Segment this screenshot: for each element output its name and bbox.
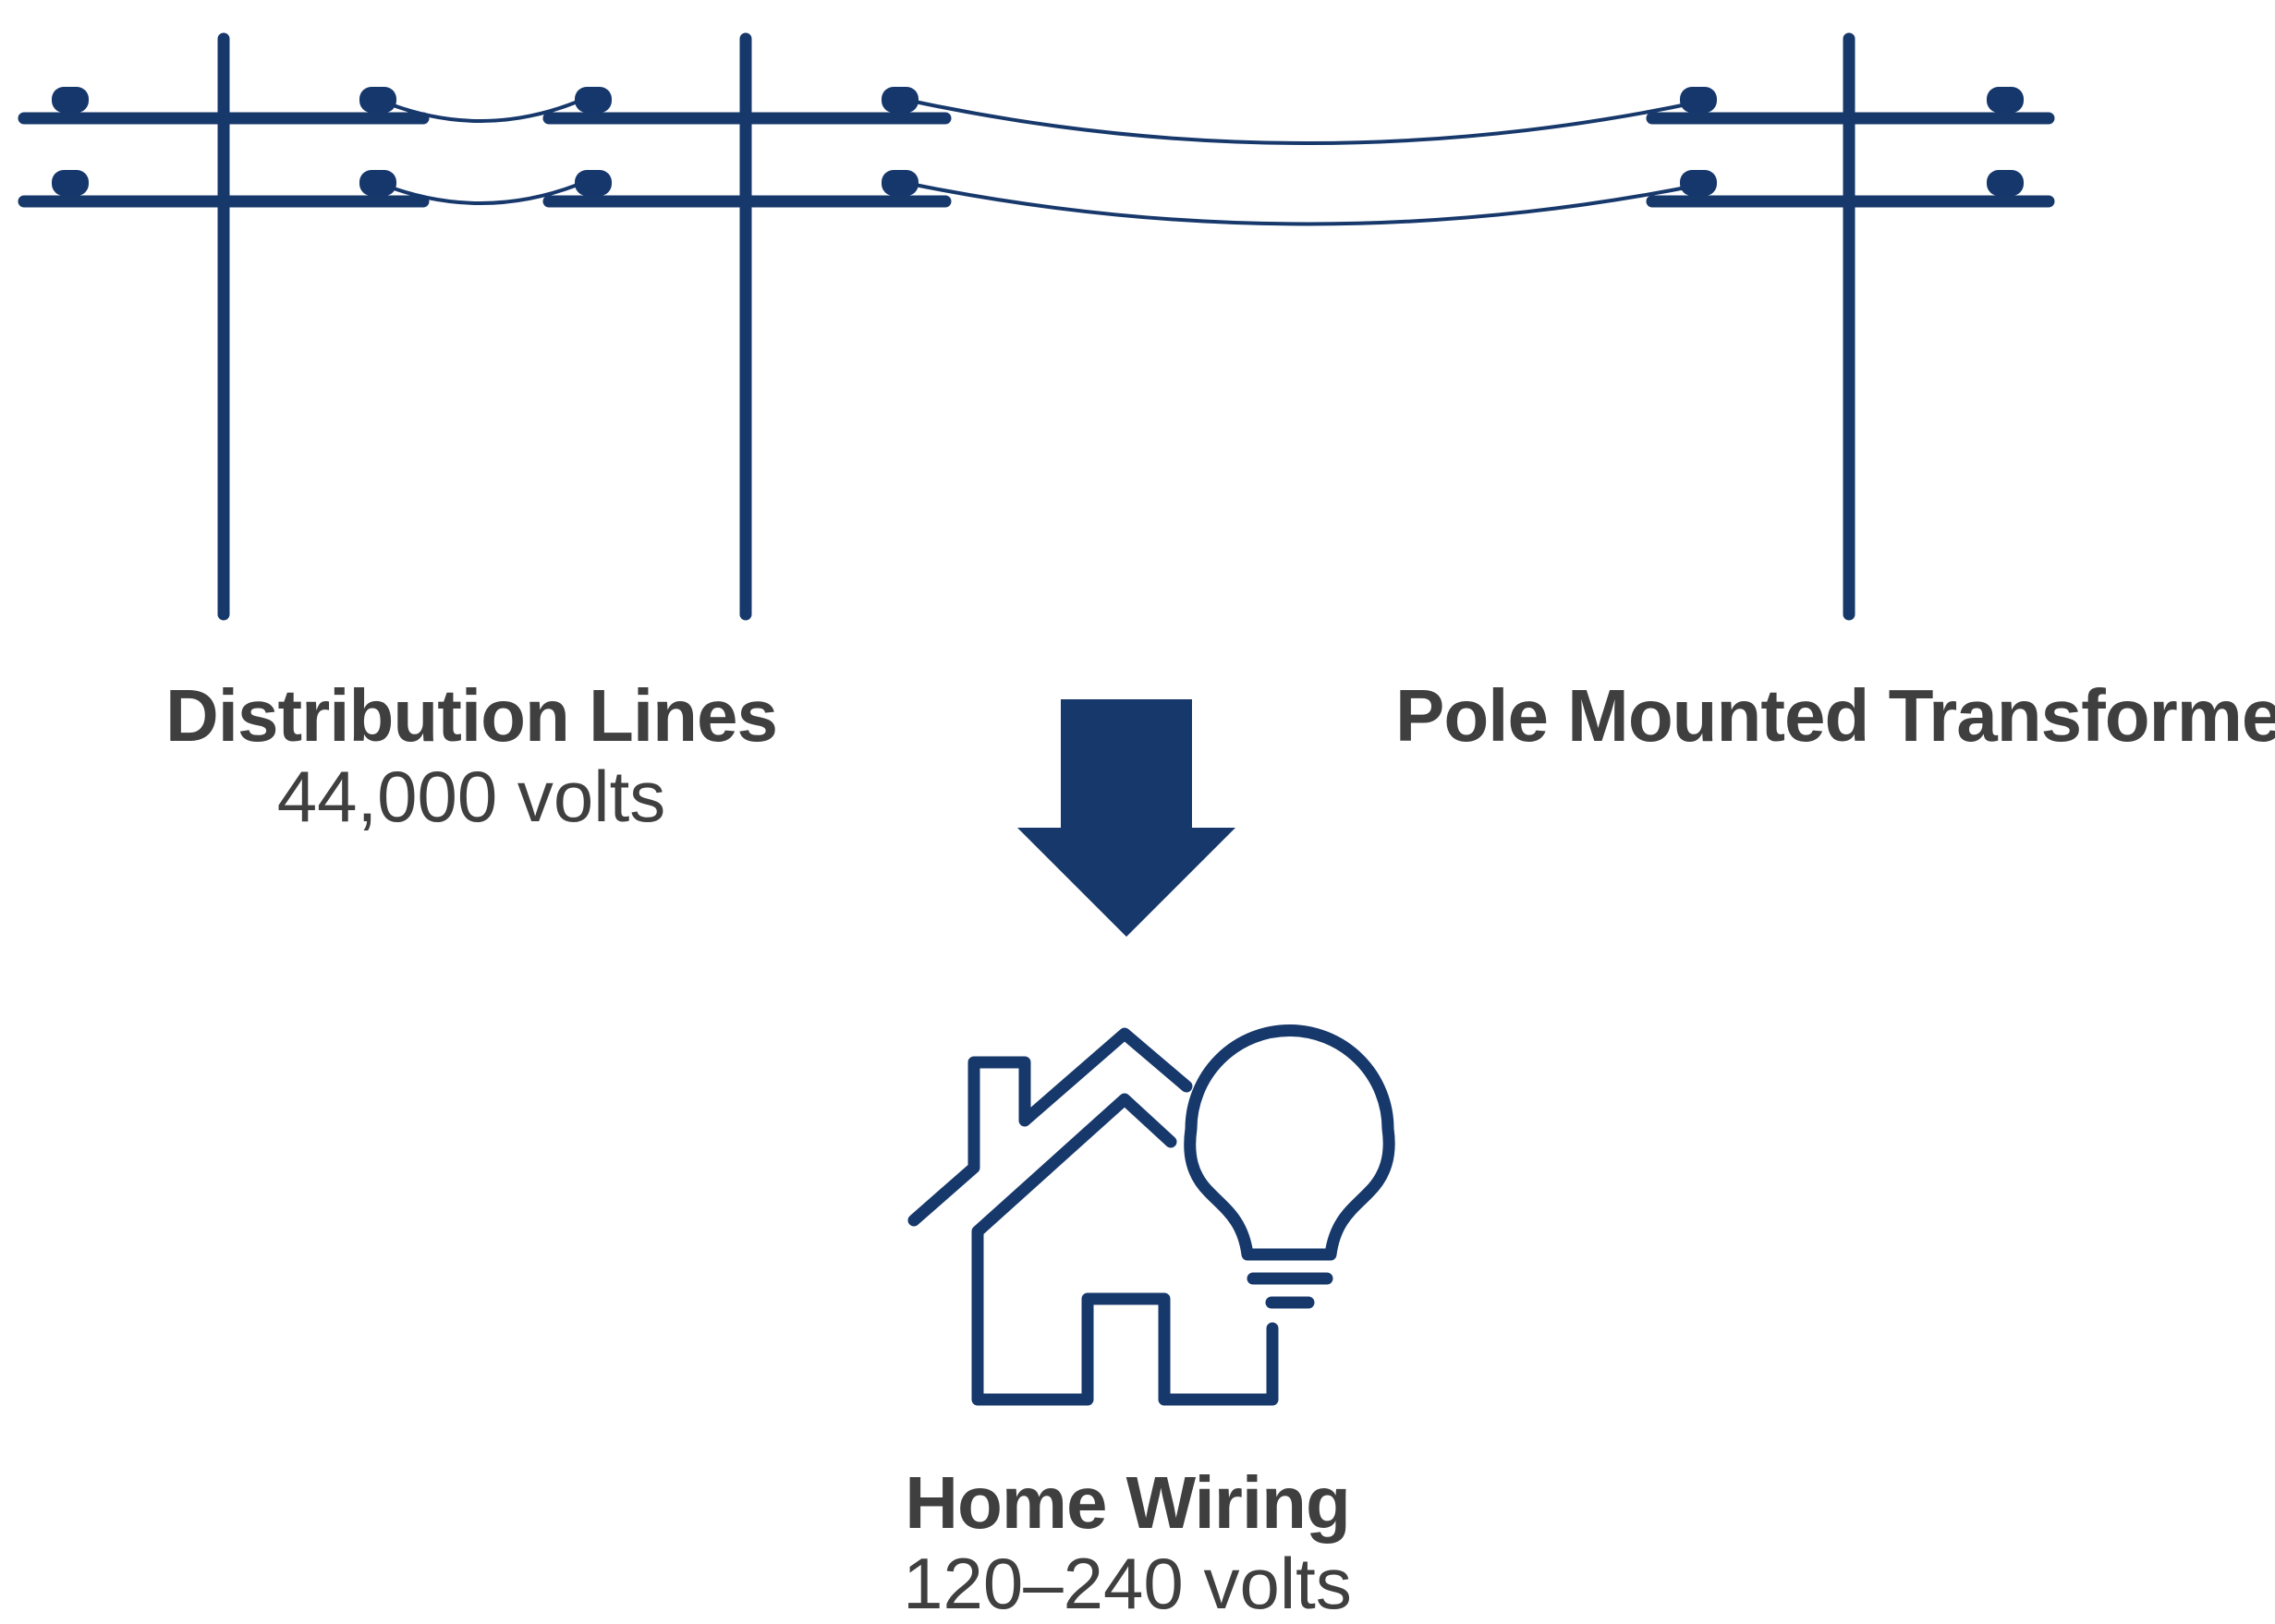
utility-pole-icon (18, 32, 2055, 621)
distribution-lines-label: Distribution Lines 44,000 volts (148, 674, 795, 835)
house-icon (907, 1027, 1279, 1406)
down-arrow-icon (1017, 699, 1235, 937)
distribution-lines-title: Distribution Lines (165, 674, 778, 757)
power-wires (383, 100, 1701, 226)
light-bulb-icon (1184, 1024, 1395, 1309)
pole-mounted-transformer-title: Pole Mounted Transformer (1395, 674, 2275, 757)
home-wiring-title: Home Wiring (905, 1461, 1351, 1544)
distribution-lines-voltage: 44,000 volts (276, 756, 666, 837)
insulators (52, 87, 2024, 196)
pole-mounted-transformer-label: Pole Mounted Transformer (1395, 674, 2275, 757)
home-wiring-label: Home Wiring 120–240 volts (804, 1461, 1451, 1622)
home-wiring-voltage: 120–240 volts (903, 1543, 1352, 1624)
